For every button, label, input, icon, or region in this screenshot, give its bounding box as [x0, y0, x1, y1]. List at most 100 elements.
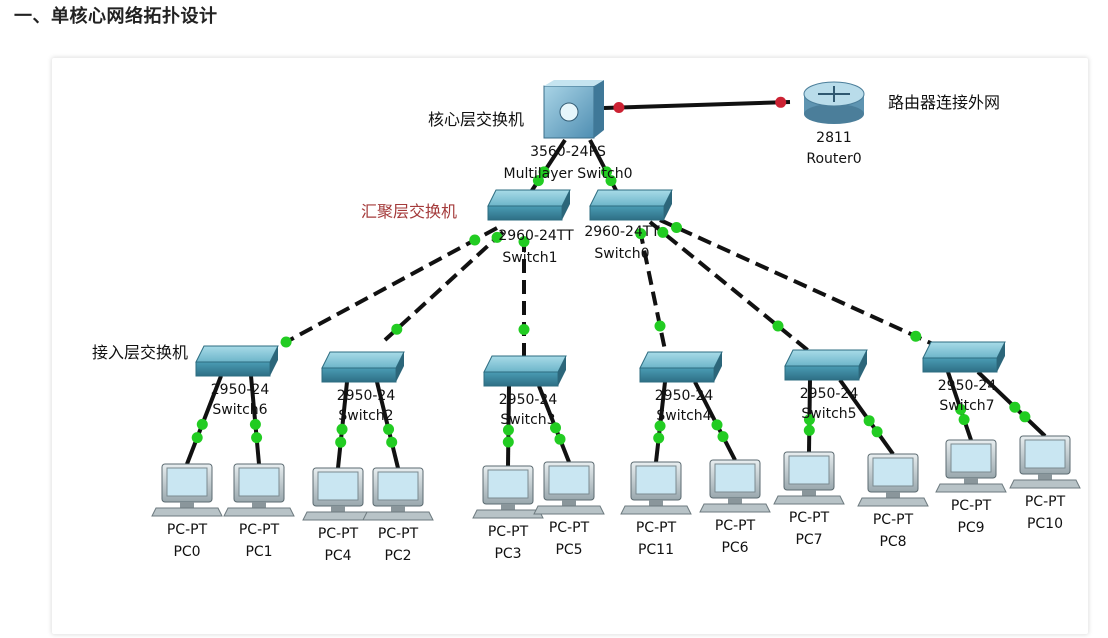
distribution-switch0[interactable]	[589, 189, 673, 221]
pc-pc10[interactable]	[1009, 435, 1081, 489]
link-access5-pc10-status-dot	[955, 403, 967, 415]
switch-side	[558, 356, 566, 386]
link-access1-pc3-status-dot	[383, 423, 395, 435]
switch-front	[784, 365, 860, 381]
pc-pc0[interactable]	[151, 463, 223, 517]
pc-pc2[interactable]	[362, 467, 434, 521]
access-switch-switch7[interactable]	[922, 341, 1006, 373]
pc-screen	[1024, 439, 1066, 469]
pc-screen	[487, 469, 529, 499]
switch-icon	[922, 341, 1006, 359]
link-core-router	[603, 100, 791, 110]
link-switch1-switch3-status-dot	[518, 236, 530, 248]
pc-model: PC-PT	[789, 510, 830, 526]
link-access4-pc9-status-dot	[863, 415, 875, 427]
access-switch-name: Switch7	[939, 398, 994, 414]
pc-screen	[950, 443, 992, 473]
link-switch1-switch2-status-dot	[391, 323, 403, 335]
pc-stand	[1038, 474, 1052, 480]
link-switch0-switch7	[659, 218, 936, 347]
link-core-router-status-dot	[613, 102, 625, 114]
link-access3-pc7-status-dot	[711, 419, 723, 431]
access-switch-switch6[interactable]	[195, 345, 279, 377]
pc-name: PC11	[638, 542, 674, 558]
pc-screen	[238, 467, 280, 497]
pc-keyboard	[699, 503, 771, 513]
pc-pc5[interactable]	[533, 461, 605, 515]
pc-keyboard	[472, 509, 544, 519]
pc-stand	[802, 490, 816, 496]
access-switch-name: Switch4	[656, 408, 711, 424]
pc-model: PC-PT	[167, 522, 208, 538]
access-switch-name: Switch5	[801, 406, 856, 422]
pc-pc9[interactable]	[935, 439, 1007, 493]
link-access2-pc4-status-dot	[502, 436, 514, 448]
pc-pc1[interactable]	[223, 463, 295, 517]
pc-screen	[872, 457, 914, 487]
pc-screen	[377, 471, 419, 501]
pc-stand	[728, 498, 742, 504]
core-switch-top	[544, 80, 604, 86]
pc-model: PC-PT	[873, 512, 914, 528]
link-core-switch0-status-dot	[601, 166, 612, 178]
link-access0-pc1-status-dot	[251, 432, 263, 444]
switch-icon	[321, 351, 405, 369]
access-switch-model: 2950-24	[211, 382, 270, 398]
pc-pc3[interactable]	[472, 465, 544, 519]
pc-screen	[714, 463, 756, 493]
link-access2-pc4-status-dot	[502, 424, 514, 436]
link-access1-pc3-status-dot	[386, 436, 398, 448]
pc-pc4[interactable]	[302, 467, 374, 521]
pc-pc8[interactable]	[857, 453, 929, 507]
pc-model: PC-PT	[378, 526, 419, 542]
pc-model: PC-PT	[549, 520, 590, 536]
pc-model: PC-PT	[488, 524, 529, 540]
switch-front	[321, 367, 397, 383]
pc-name: PC1	[245, 544, 272, 560]
pc-stand	[886, 492, 900, 498]
core-multilayer-switch[interactable]	[543, 80, 604, 139]
core-switch-side	[594, 80, 604, 138]
access-switch-name: Switch3	[500, 412, 555, 428]
link-core-switch0-status-dot	[605, 175, 617, 187]
link-access2-pc5-status-dot	[554, 433, 566, 445]
pc-keyboard	[151, 507, 223, 517]
link-core-switch1-status-dot	[538, 166, 550, 178]
link-access4-pc8-status-dot	[803, 414, 815, 426]
link-switch0-switch4-status-dot	[635, 228, 647, 240]
distribution-switch1[interactable]	[487, 189, 571, 221]
pc-pc11[interactable]	[620, 461, 692, 515]
pc-name: PC9	[957, 520, 984, 536]
dist-switch1-name: Switch1	[502, 250, 557, 266]
pc-keyboard	[223, 507, 295, 517]
page-heading: 一、单核心网络拓扑设计	[14, 6, 218, 27]
link-access3-pc6-status-dot	[653, 432, 665, 444]
switch-side	[396, 352, 404, 382]
link-switch0-switch5	[648, 220, 812, 354]
link-access3-pc7-status-dot	[717, 431, 729, 443]
pc-name: PC10	[1027, 516, 1063, 532]
pc-stand	[180, 502, 194, 508]
access-switch-switch4[interactable]	[639, 351, 723, 383]
core-switch-emblem	[559, 102, 579, 122]
access-switch-switch2[interactable]	[321, 351, 405, 383]
access-switch-switch5[interactable]	[784, 349, 868, 381]
link-core-switch1-status-dot	[532, 175, 544, 187]
access-switch-switch3[interactable]	[483, 355, 567, 387]
link-access4-pc9-status-dot	[871, 426, 883, 438]
pc-keyboard	[1009, 479, 1081, 489]
link-switch1-switch2-status-dot	[491, 231, 503, 243]
pc-keyboard	[935, 483, 1007, 493]
link-core-router-status-dot	[775, 96, 787, 108]
pc-name: PC7	[795, 532, 822, 548]
link-access0-pc1-status-dot	[249, 418, 261, 430]
pc-stand	[391, 506, 405, 512]
pc-model: PC-PT	[951, 498, 992, 514]
pc-model: PC-PT	[1025, 494, 1066, 510]
router[interactable]	[803, 81, 865, 124]
switch-front	[922, 357, 998, 373]
pc-pc6[interactable]	[699, 459, 771, 513]
switch-side	[714, 352, 722, 382]
pc-stand	[649, 500, 663, 506]
pc-pc7[interactable]	[773, 451, 845, 505]
